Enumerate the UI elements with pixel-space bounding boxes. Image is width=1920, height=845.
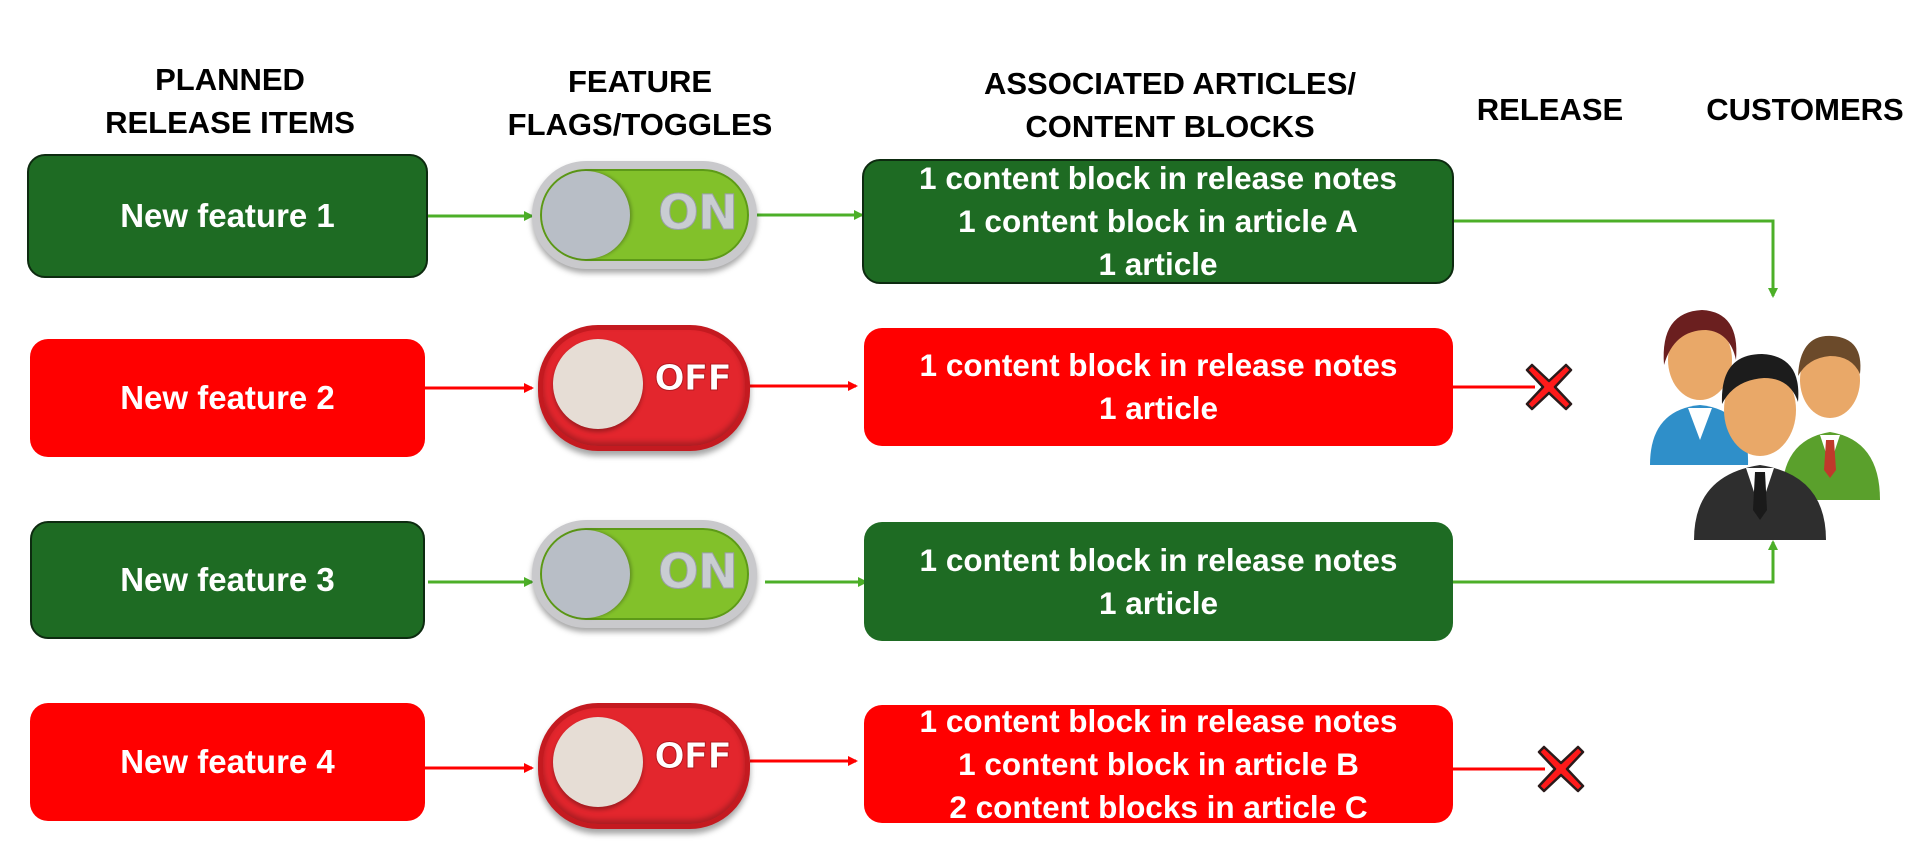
articles-box-1: 1 content block in release notes 1 conte… [862, 159, 1454, 284]
customers-group-icon [1650, 310, 1880, 540]
header-customers: CUSTOMERS [1706, 92, 1904, 127]
toggle-off-feature-4[interactable]: OFF [538, 703, 750, 829]
toggle-knob [553, 717, 643, 807]
feature-label: New feature 1 [120, 197, 335, 234]
article-line: 1 article [1098, 584, 1219, 621]
toggle-knob [553, 339, 643, 429]
article-line: 1 article [1098, 246, 1218, 282]
toggle-on-feature-3[interactable]: ON [532, 520, 757, 628]
x-mark-icon [1525, 363, 1573, 411]
toggle-label: OFF [654, 736, 733, 778]
header-planned-release-items: PLANNED RELEASE ITEMS [105, 62, 355, 140]
toggle-label: ON [658, 185, 739, 242]
feature-box-1: New feature 1 [27, 154, 428, 278]
arrow-articles3-to-customers [1453, 540, 1778, 584]
toggle-label: OFF [654, 358, 733, 400]
feature-label: New feature 2 [120, 379, 335, 416]
header-associated-articles: ASSOCIATED ARTICLES/ CONTENT BLOCKS [983, 66, 1356, 144]
article-line: 1 content block in release notes [919, 160, 1397, 196]
article-line: 1 content block in release notes [919, 702, 1398, 739]
feature-label: New feature 3 [120, 561, 335, 598]
articles-box-2: 1 content block in release notes 1 artic… [864, 328, 1453, 446]
article-line: 2 content blocks in article C [949, 788, 1368, 825]
header-release: RELEASE [1476, 92, 1624, 127]
article-line: 1 content block in article B [958, 745, 1359, 782]
feature-box-3: New feature 3 [30, 521, 425, 639]
feature-box-2: New feature 2 [30, 339, 425, 457]
articles-box-3: 1 content block in release notes 1 artic… [864, 522, 1453, 641]
toggle-knob [542, 530, 630, 618]
article-line: 1 content block in release notes [919, 347, 1398, 383]
articles-box-4: 1 content block in release notes 1 conte… [864, 703, 1453, 825]
toggle-on-feature-1[interactable]: ON [532, 161, 757, 269]
article-line: 1 content block in release notes [919, 541, 1398, 578]
arrow-articles1-to-customers [1453, 219, 1778, 298]
toggle-label: ON [658, 544, 739, 601]
article-line: 1 content block in article A [958, 203, 1358, 239]
x-mark-icon [1537, 745, 1585, 793]
toggle-off-feature-2[interactable]: OFF [538, 325, 750, 451]
feature-box-4: New feature 4 [30, 703, 425, 821]
article-line: 1 article [1098, 390, 1219, 426]
header-feature-flags: FEATURE FLAGS/TOGGLES [507, 64, 773, 142]
toggle-knob [542, 171, 630, 259]
feature-label: New feature 4 [120, 743, 335, 780]
